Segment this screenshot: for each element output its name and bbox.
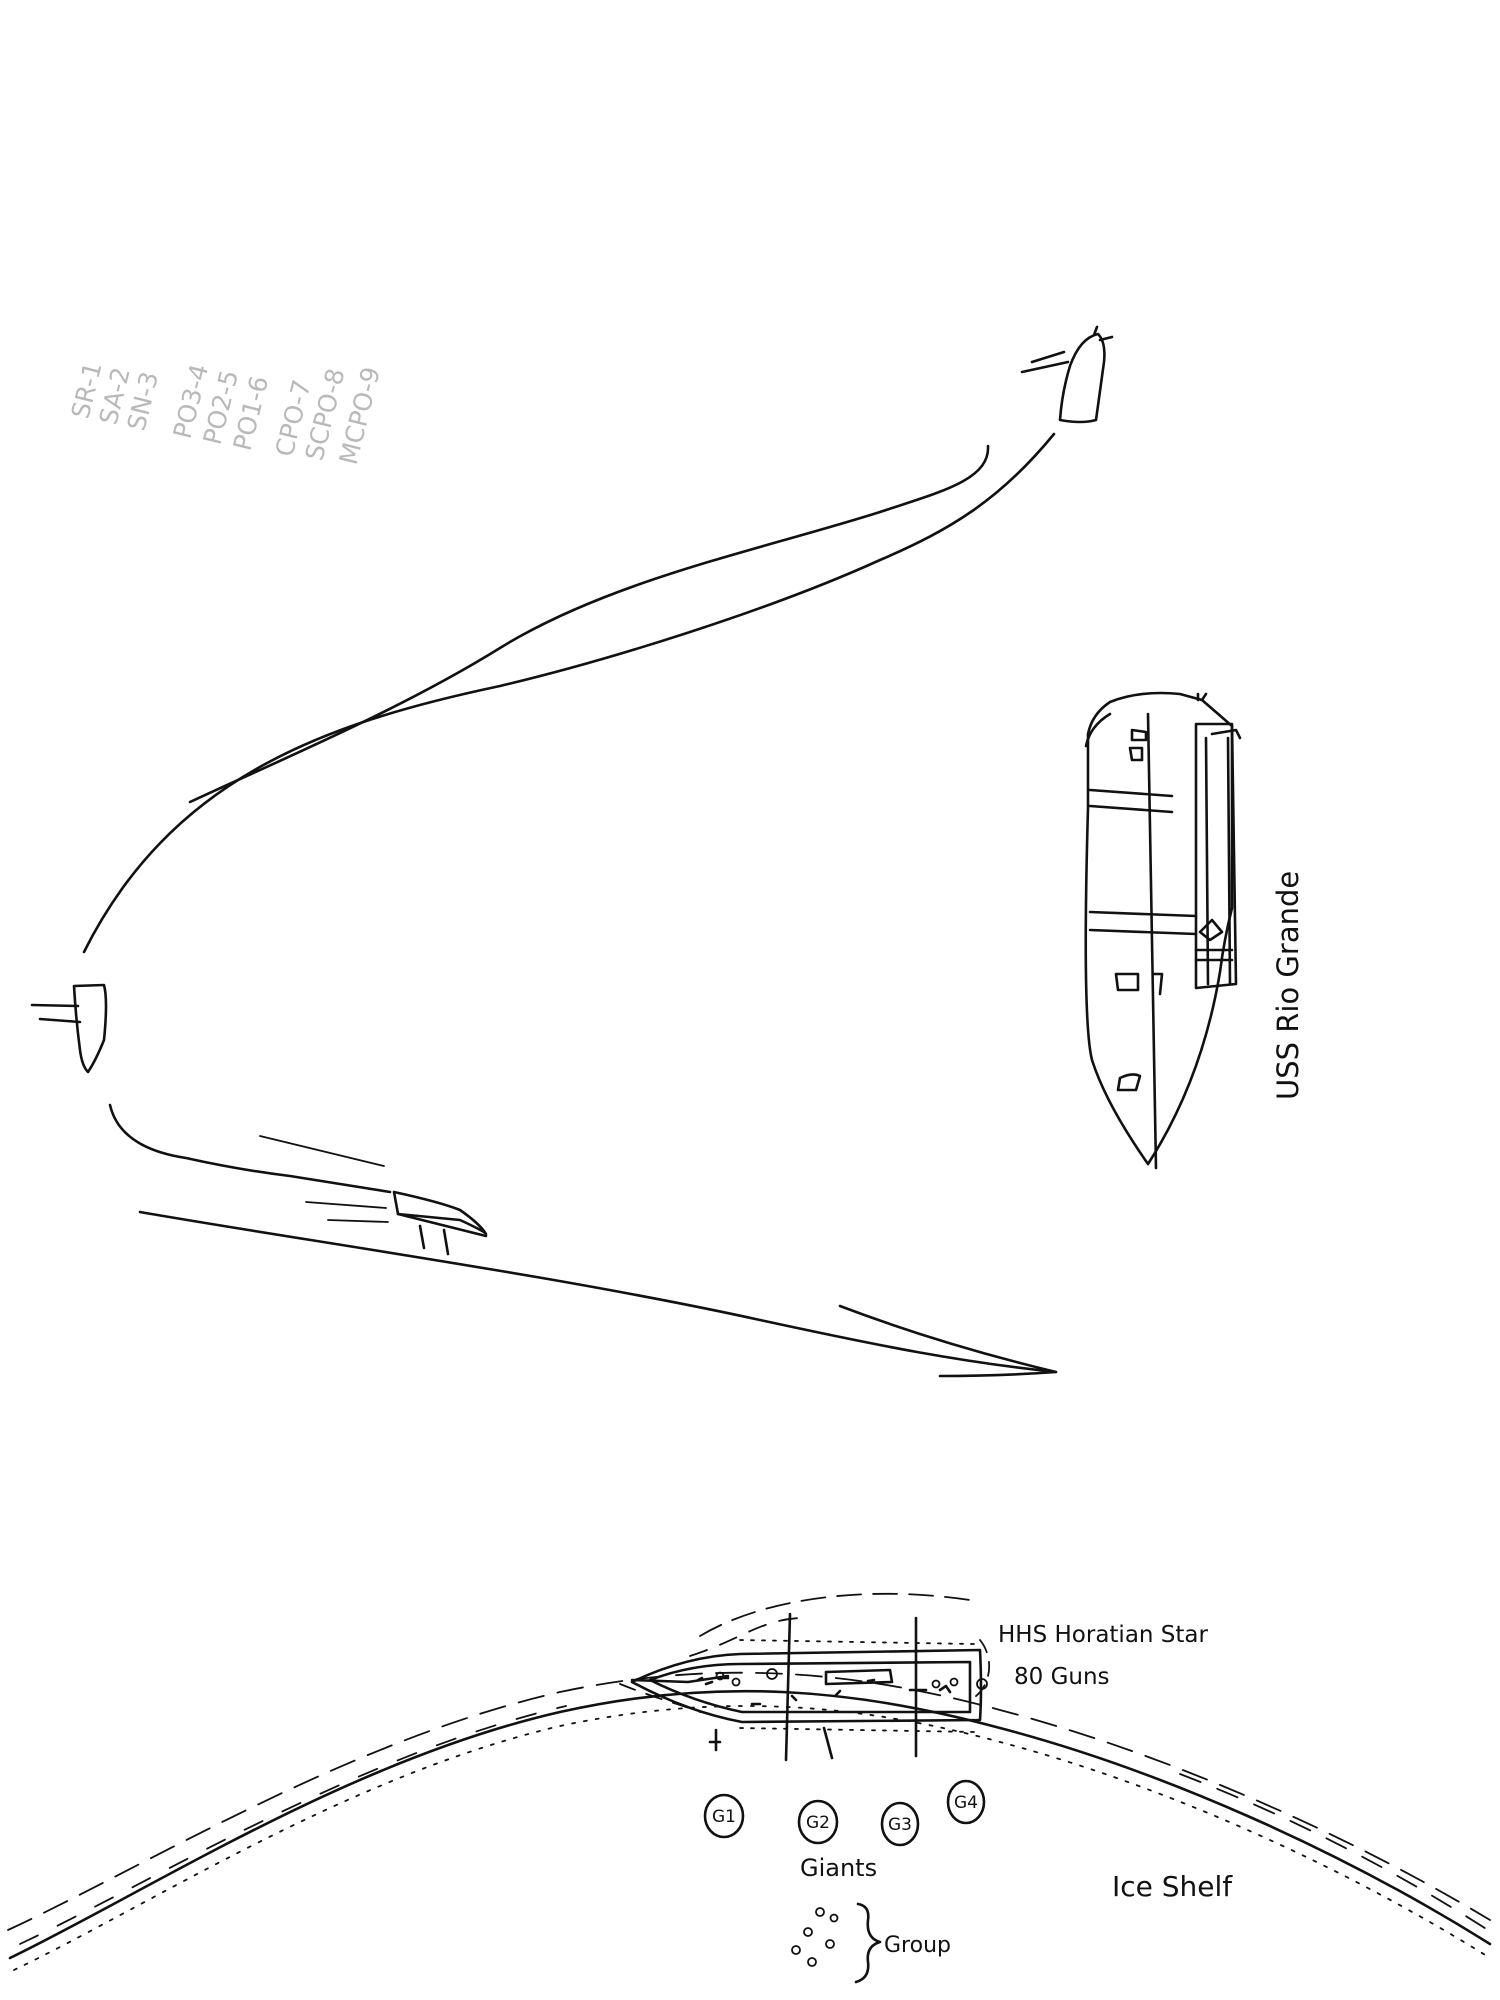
ice-shelf-label: Ice Shelf (1112, 1870, 1233, 1903)
giant-token (946, 1779, 986, 1825)
giant-token-label: G4 (954, 1793, 978, 1813)
hhs-horatian-star-name: HHS Horatian Star (998, 1622, 1209, 1648)
flight-path-swoop (82, 432, 1056, 954)
giant-token-label: G1 (712, 1807, 736, 1827)
flight-path-lower (108, 1103, 392, 1223)
aircraft-middle (392, 1190, 488, 1256)
projectile-streak (138, 1210, 1058, 1378)
group-label: Group (884, 1933, 951, 1958)
rank-key: SR-1 SA-2 SN-3 PO3-4 PO2-5 PO1-6 CPO-7 S… (66, 359, 386, 467)
giant-token (797, 1799, 839, 1845)
giant-token (880, 1801, 920, 1847)
giant-token-label: G3 (888, 1815, 912, 1835)
uss-rio-grande-ship (1084, 691, 1242, 1170)
aircraft-top-right (1020, 325, 1114, 424)
aircraft-left (30, 983, 108, 1074)
giant-token-label: G2 (806, 1813, 830, 1833)
giants-label: Giants (800, 1854, 877, 1882)
giant-tokens: G1 G2 G3 G4 (703, 1779, 986, 1847)
ice-shelf-coastline (7, 1671, 1492, 1971)
hhs-horatian-star-ship (630, 1612, 988, 1762)
giant-token (703, 1793, 745, 1839)
hhs-horatian-star-guns: 80 Guns (1014, 1664, 1110, 1690)
ship-wake (619, 1592, 990, 1733)
uss-rio-grande-label: USS Rio Grande (1271, 871, 1305, 1100)
group-tokens (791, 1902, 882, 1984)
